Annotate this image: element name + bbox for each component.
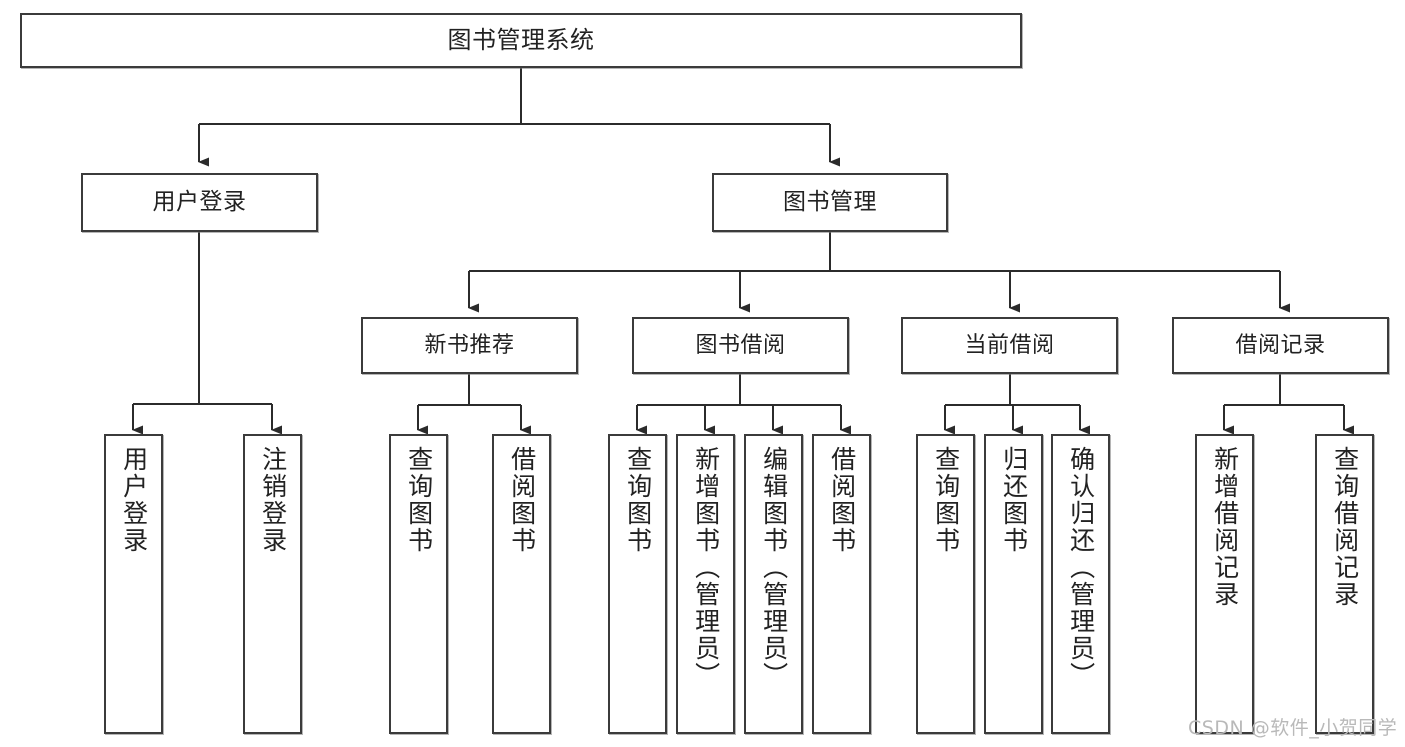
node-leaf-user-login-label: 用户登录 <box>119 446 149 554</box>
node-book-borrow-label: 图书借阅 <box>695 332 786 358</box>
node-leaf-query-book-3[interactable]: 查询图书 <box>916 434 975 734</box>
node-leaf-return-book-label: 归还图书 <box>999 446 1029 554</box>
node-current-borrow[interactable]: 当前借阅 <box>901 317 1118 374</box>
node-leaf-confirm-return-label: 确认归还（管理员） <box>1066 446 1096 689</box>
node-borrow-record[interactable]: 借阅记录 <box>1172 317 1389 374</box>
node-leaf-query-book-1[interactable]: 查询图书 <box>389 434 448 734</box>
node-book-manage-label: 图书管理 <box>783 189 877 216</box>
csdn-watermark: CSDN @软件_小贺同学 <box>1188 717 1398 739</box>
node-user-login-label: 用户登录 <box>152 189 247 216</box>
node-leaf-query-record[interactable]: 查询借阅记录 <box>1315 434 1374 734</box>
node-new-book-recommend-label: 新书推荐 <box>424 332 515 358</box>
node-leaf-logout[interactable]: 注销登录 <box>243 434 302 734</box>
node-leaf-borrow-book-1[interactable]: 借阅图书 <box>492 434 551 734</box>
node-book-borrow[interactable]: 图书借阅 <box>632 317 849 374</box>
node-root[interactable]: 图书管理系统 <box>20 13 1022 68</box>
node-leaf-edit-book-label: 编辑图书（管理员） <box>759 446 789 689</box>
node-leaf-add-book-label: 新增图书（管理员） <box>691 446 721 689</box>
node-leaf-query-book-1-label: 查询图书 <box>404 446 434 554</box>
node-borrow-record-label: 借阅记录 <box>1235 332 1326 358</box>
node-root-label: 图书管理系统 <box>447 25 595 54</box>
node-leaf-edit-book[interactable]: 编辑图书（管理员） <box>744 434 803 734</box>
node-leaf-borrow-book-2-label: 借阅图书 <box>827 446 857 554</box>
node-leaf-query-record-label: 查询借阅记录 <box>1330 446 1360 608</box>
node-leaf-user-login[interactable]: 用户登录 <box>104 434 163 734</box>
node-leaf-query-book-2-label: 查询图书 <box>623 446 653 554</box>
node-current-borrow-label: 当前借阅 <box>964 332 1055 358</box>
node-book-manage[interactable]: 图书管理 <box>712 173 948 232</box>
node-leaf-logout-label: 注销登录 <box>258 446 288 554</box>
node-user-login[interactable]: 用户登录 <box>81 173 318 232</box>
node-leaf-query-book-3-label: 查询图书 <box>931 446 961 554</box>
node-leaf-add-book[interactable]: 新增图书（管理员） <box>676 434 735 734</box>
node-leaf-add-record-label: 新增借阅记录 <box>1210 446 1240 608</box>
node-leaf-borrow-book-2[interactable]: 借阅图书 <box>812 434 871 734</box>
node-new-book-recommend[interactable]: 新书推荐 <box>361 317 578 374</box>
node-leaf-borrow-book-1-label: 借阅图书 <box>507 446 537 554</box>
node-leaf-query-book-2[interactable]: 查询图书 <box>608 434 667 734</box>
node-leaf-add-record[interactable]: 新增借阅记录 <box>1195 434 1254 734</box>
node-leaf-confirm-return[interactable]: 确认归还（管理员） <box>1051 434 1110 734</box>
node-leaf-return-book[interactable]: 归还图书 <box>984 434 1043 734</box>
